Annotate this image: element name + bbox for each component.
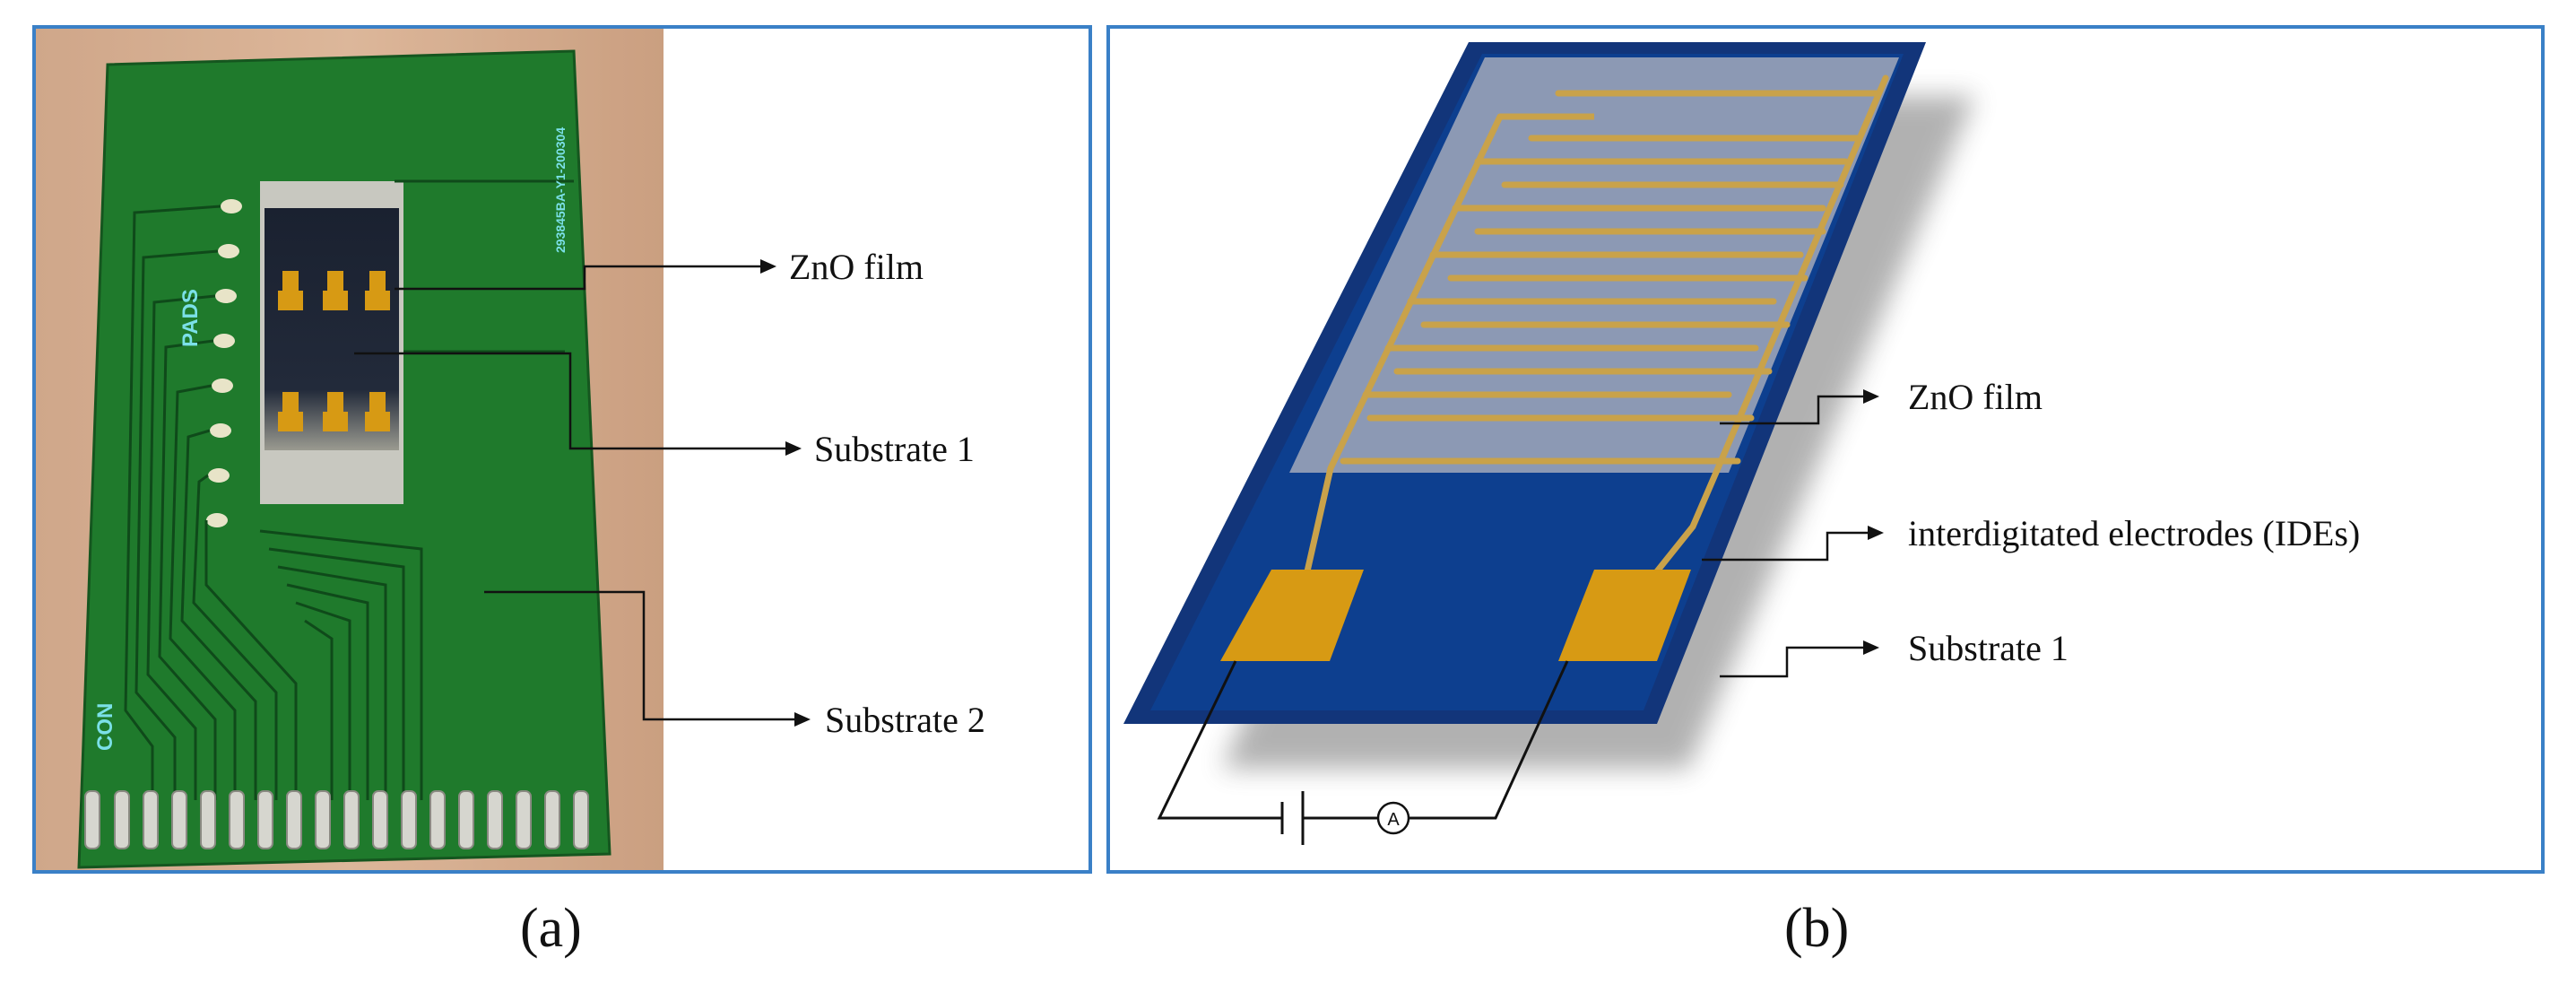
silkscreen-con: CON xyxy=(93,703,117,751)
circuit-wires xyxy=(1157,660,1569,820)
label-a-substrate-2: Substrate 2 xyxy=(825,700,985,740)
chip-electrodes xyxy=(278,271,390,431)
ammeter-icon: A xyxy=(1376,801,1410,835)
ammeter-symbol: A xyxy=(1387,810,1400,830)
label-a-zno-film: ZnO film xyxy=(789,247,924,287)
panel-a-svg: PADS CON 293845BA-Y1-200304 ZnO film Sub… xyxy=(36,29,985,870)
panel-b-schematic: A ZnO film interdigitated electrodes (ID… xyxy=(1106,25,2545,874)
silkscreen-code: 293845BA-Y1-200304 xyxy=(553,127,568,253)
label-b-substrate-1: Substrate 1 xyxy=(1908,628,2069,668)
silkscreen-pads: PADS xyxy=(178,289,203,347)
label-a-substrate-1: Substrate 1 xyxy=(814,429,975,469)
edge-connector xyxy=(84,790,589,849)
label-b-ides: interdigitated electrodes (IDEs) xyxy=(1908,513,2360,553)
pcb-traces xyxy=(124,179,574,800)
battery-icon xyxy=(1280,791,1305,845)
panel-a-arrowheads xyxy=(760,259,811,727)
panel-a-leaders xyxy=(354,265,794,721)
contact-pad-left xyxy=(1220,570,1364,661)
panel-b-svg: A ZnO film interdigitated electrodes (ID… xyxy=(1123,42,2360,845)
contact-pad-right xyxy=(1558,570,1691,661)
panel-a-photo: PADS CON 293845BA-Y1-200304 ZnO film Sub… xyxy=(32,25,1092,874)
label-b-zno-film: ZnO film xyxy=(1908,377,2043,417)
caption-b: (b) xyxy=(1784,898,1850,959)
panel-b-leaders xyxy=(1702,395,1868,678)
pad-column xyxy=(206,199,242,527)
caption-a: (a) xyxy=(520,898,582,959)
panel-b-arrowheads xyxy=(1863,389,1884,655)
ides-fingers xyxy=(1304,74,1889,575)
